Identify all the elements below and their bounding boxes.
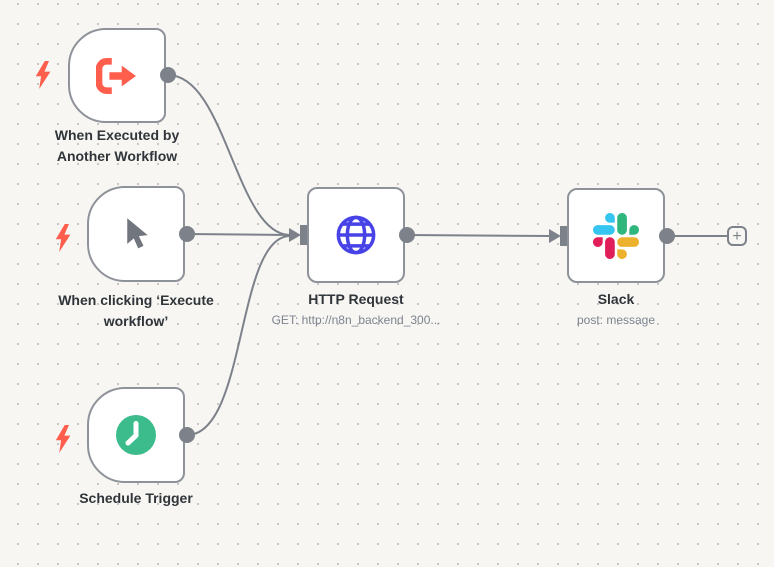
slack-icon xyxy=(593,212,639,259)
connection-schedule-to-http[interactable] xyxy=(186,235,291,436)
connection-when-executed-to-http[interactable] xyxy=(167,74,291,236)
connection-http-to-slack[interactable] xyxy=(406,234,552,237)
node-subtitle: GET: http://n8n_backend_300... xyxy=(271,313,441,327)
cursor-icon xyxy=(127,218,148,249)
node-title: Schedule Trigger xyxy=(79,490,193,506)
node-title: When clicking ‘Execute workflow’ xyxy=(58,292,214,329)
lightning-bolt-icon xyxy=(55,425,71,453)
output-port-http-request[interactable] xyxy=(399,227,415,243)
clock-icon xyxy=(116,415,156,455)
output-port-when-executed[interactable] xyxy=(160,67,176,83)
input-port-slack[interactable] xyxy=(549,226,567,246)
input-port-http-request[interactable] xyxy=(289,225,307,245)
node-schedule-trigger[interactable] xyxy=(87,387,185,483)
connection-manual-to-http[interactable] xyxy=(186,233,291,236)
lightning-bolt-icon xyxy=(35,61,51,89)
lightning-bolt-icon xyxy=(55,224,71,252)
node-http-request[interactable] xyxy=(307,187,405,283)
globe-icon xyxy=(336,215,376,255)
output-port-slack[interactable] xyxy=(659,228,675,244)
node-subtitle: post: message xyxy=(576,313,656,327)
add-node-button[interactable]: + xyxy=(727,226,747,246)
plus-icon: + xyxy=(732,227,742,245)
output-port-manual-trigger[interactable] xyxy=(179,226,195,242)
node-slack[interactable] xyxy=(567,188,665,283)
node-title: HTTP Request GET: http://n8n_backend_300… xyxy=(271,291,441,327)
output-port-schedule-trigger[interactable] xyxy=(179,427,195,443)
node-title: Slack post: message xyxy=(576,291,656,327)
exit-arrow-icon xyxy=(96,57,136,94)
node-title: When Executed by Another Workflow xyxy=(54,127,180,164)
